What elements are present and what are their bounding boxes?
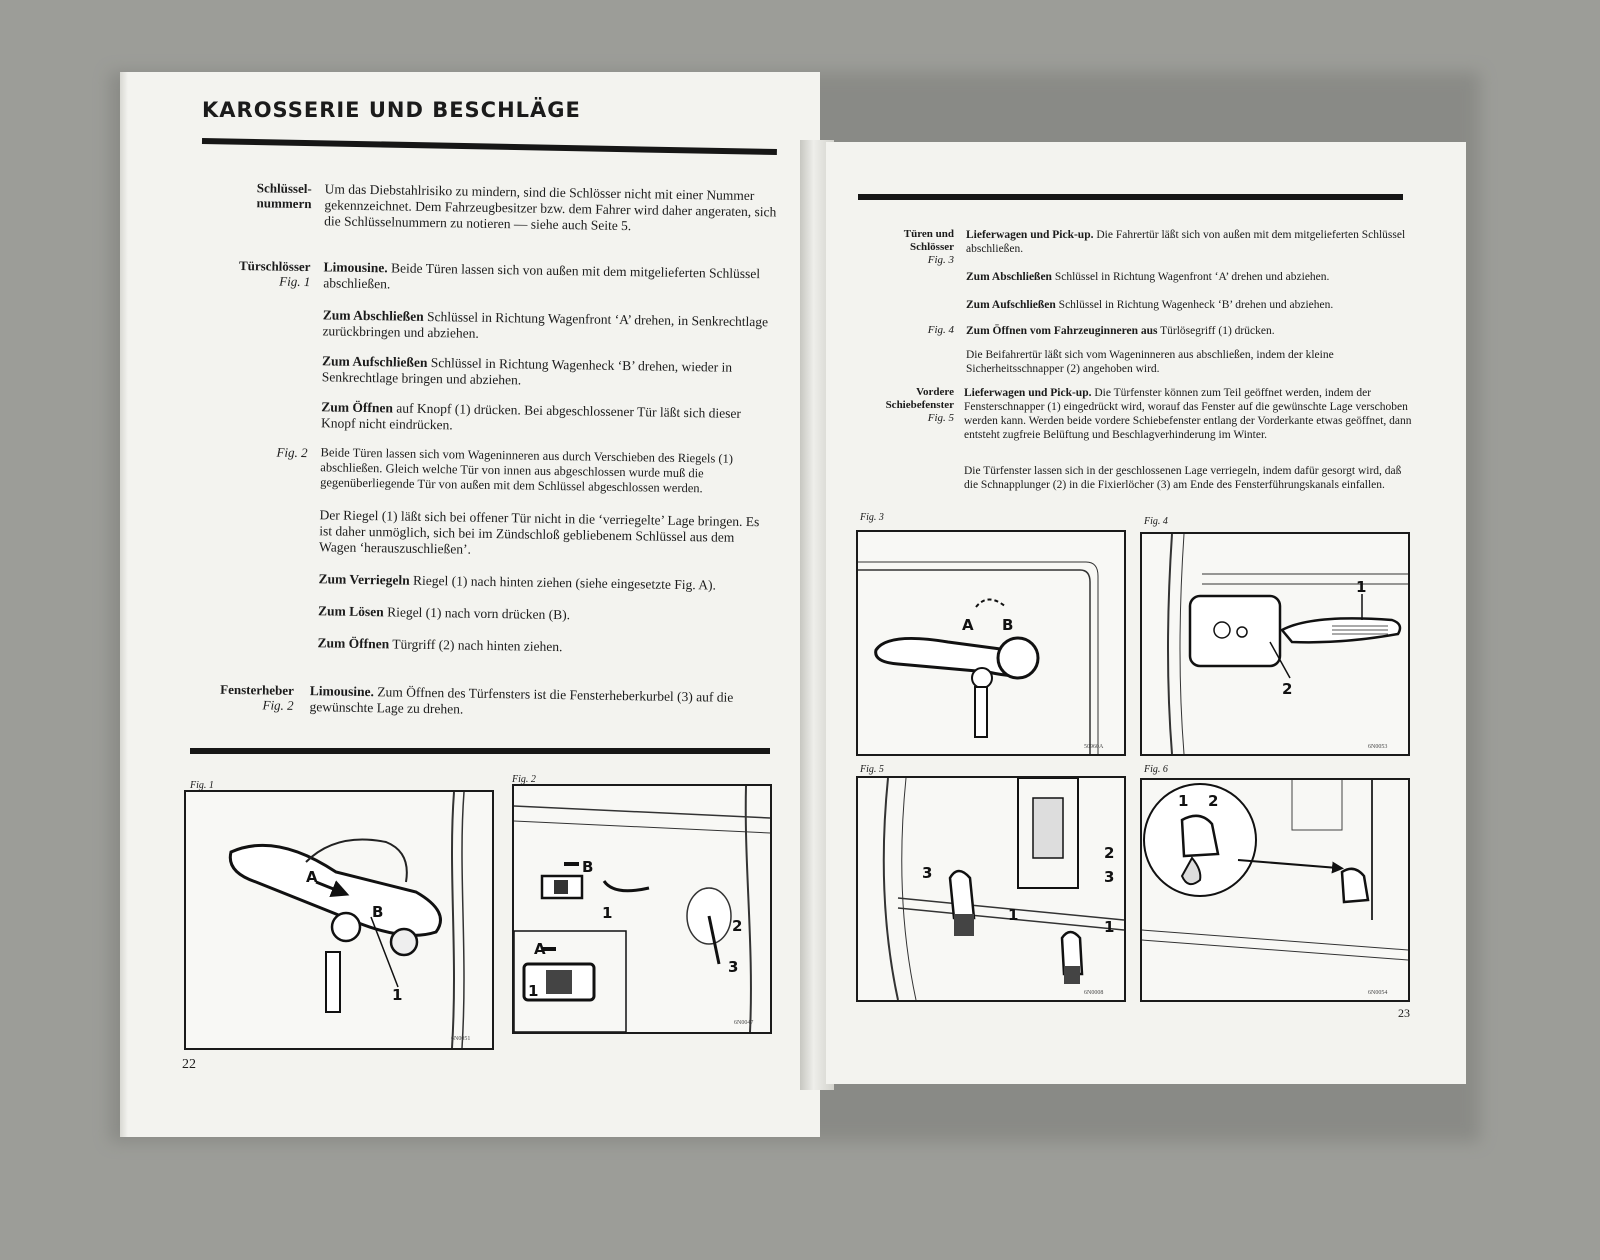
paragraph-oeffnen-innen: Zum Öffnen vom Fahrzeuginneren aus Türlö… xyxy=(966,325,1275,337)
fig2-code: 6N0047 xyxy=(734,1020,753,1026)
fig5-code: 6N0008 xyxy=(1084,990,1103,996)
fig1-label-1: 1 xyxy=(392,986,402,1004)
paragraph-schluesselnummern: Um das Diebstahlrisiko zu mindern, sind … xyxy=(324,181,777,234)
figures-rule xyxy=(190,748,770,754)
fig3-label-a: A xyxy=(962,616,974,634)
fig6-label-2: 2 xyxy=(1208,792,1218,810)
paragraph-abschliessen-lieferwagen: Zum Abschließen Schlüssel in Richtung Wa… xyxy=(966,271,1330,283)
fig4-caption: Fig. 4 xyxy=(1144,516,1168,527)
fig4-interior-release-drawing: 1 2 6N0053 xyxy=(1167,534,1408,754)
fig1-code: 6N0051 xyxy=(451,1036,470,1042)
fig5-caption: Fig. 5 xyxy=(860,764,884,775)
fig6-label-1: 1 xyxy=(1178,792,1188,810)
fig1-illustration: A B 1 6N0051 xyxy=(184,790,494,1050)
fig2-label-b: B xyxy=(582,858,593,876)
fig5-sliding-window-drawing: 2 3 3 1 1 6N0008 xyxy=(882,778,1124,1000)
fig4-reference: Fig. 4 xyxy=(927,324,954,336)
page-edge xyxy=(120,72,128,1137)
paragraph-riegel: Beide Türen lassen sich vom Wageninneren… xyxy=(320,445,734,496)
fig2-label-1-lower: 1 xyxy=(528,982,538,1000)
page-number-left: 22 xyxy=(182,1057,196,1072)
fig6-window-catch-drawing: 1 2 6N0054 xyxy=(1142,780,1408,996)
fig2-label-a: A xyxy=(534,940,546,958)
paragraph-oeffnen-knopf: Zum Öffnen auf Knopf (1) drücken. Bei ab… xyxy=(320,399,742,433)
fig5-label-1-upper: 1 xyxy=(1008,906,1018,924)
left-page: KAROSSERIE UND BESCHLÄGE Schlüssel- numm… xyxy=(120,72,820,1137)
page-title: KAROSSERIE UND BESCHLÄGE xyxy=(202,98,581,122)
fig2-door-interior-drawing: B 1 A 1 2 3 6N0047 xyxy=(514,786,770,1032)
fig3-caption: Fig. 3 xyxy=(860,512,884,523)
fig5-label-3-left: 3 xyxy=(922,864,932,882)
paragraph-abschliessen: Zum Abschließen Schlüssel in Richtung Wa… xyxy=(322,307,769,341)
paragraph-aufschliessen: Zum Aufschließen Schlüssel in Richtung W… xyxy=(321,353,733,388)
paragraph-beifahrertuer: Die Beifahrertür läßt sich vom Wageninne… xyxy=(966,349,1334,375)
fig4-illustration: 1 2 6N0053 xyxy=(1140,532,1410,756)
paragraph-schiebefenster: Lieferwagen und Pick-up. Die Türfenster … xyxy=(964,387,1412,441)
paragraph-verriegeln: Zum Verriegeln Riegel (1) nach hinten zi… xyxy=(318,571,717,593)
fig2-reference: Fig. 2 xyxy=(276,444,308,461)
section-label-schluesselnummern: Schlüssel- nummern xyxy=(256,180,312,212)
fig1-label-a: A xyxy=(306,868,318,886)
fig2-label-3: 3 xyxy=(728,958,738,976)
header-rule xyxy=(858,194,1403,200)
fig2-illustration: B 1 A 1 2 3 6N0047 xyxy=(512,784,772,1034)
left-text-area: Schlüssel- nummern Um das Diebstahlrisik… xyxy=(120,72,820,761)
fig1-caption: Fig. 1 xyxy=(190,780,214,791)
fig2-label-2: 2 xyxy=(732,917,742,935)
fig4-code: 6N0053 xyxy=(1368,744,1387,750)
fig6-illustration: 1 2 6N0054 xyxy=(1140,778,1410,1002)
fig4-label-2: 2 xyxy=(1282,680,1292,698)
fig3-label-b: B xyxy=(1002,616,1013,634)
paragraph-loesen: Zum Lösen Riegel (1) nach vorn drücken (… xyxy=(317,603,571,623)
fig6-caption: Fig. 6 xyxy=(1144,764,1168,775)
paragraph-verriegelte-lage: Der Riegel (1) läßt sich bei offener Tür… xyxy=(319,507,760,557)
paragraph-verriegeln-fenster: Die Türfenster lassen sich in der geschl… xyxy=(964,465,1402,491)
fig2-caption: Fig. 2 xyxy=(512,774,536,785)
fig5-illustration: 2 3 3 1 1 6N0008 xyxy=(856,776,1126,1002)
fig4-label-1: 1 xyxy=(1356,578,1366,596)
fig3-illustration: A B 50960A xyxy=(856,530,1126,756)
fig5-label-2: 2 xyxy=(1104,844,1114,862)
fig3-door-handle-drawing: A B 50960A xyxy=(858,561,1104,754)
paragraph-tuergriff: Zum Öffnen Türgriff (2) nach hinten zieh… xyxy=(317,635,563,655)
fig5-label-1-lower: 1 xyxy=(1104,918,1114,936)
paragraph-aufschliessen-lieferwagen: Zum Aufschließen Schlüssel in Richtung W… xyxy=(966,299,1334,311)
paragraph-limousine: Limousine. Beide Türen lassen sich von a… xyxy=(323,259,761,292)
fig5-label-3-right: 3 xyxy=(1104,868,1114,886)
fig6-code: 6N0054 xyxy=(1368,990,1387,996)
fig1-door-handle-drawing: A B 1 6N0051 xyxy=(228,792,470,1048)
page-number-right: 23 xyxy=(1398,1006,1410,1020)
fig2-label-1-upper: 1 xyxy=(602,904,612,922)
paragraph-lieferwagen-tueren: Lieferwagen und Pick-up. Die Fahrertür l… xyxy=(966,229,1406,255)
fig1-label-b: B xyxy=(372,903,383,921)
fig3-code: 50960A xyxy=(1084,744,1104,750)
paragraph-fensterheber: Limousine. Zum Öffnen des Türfensters is… xyxy=(309,683,734,717)
